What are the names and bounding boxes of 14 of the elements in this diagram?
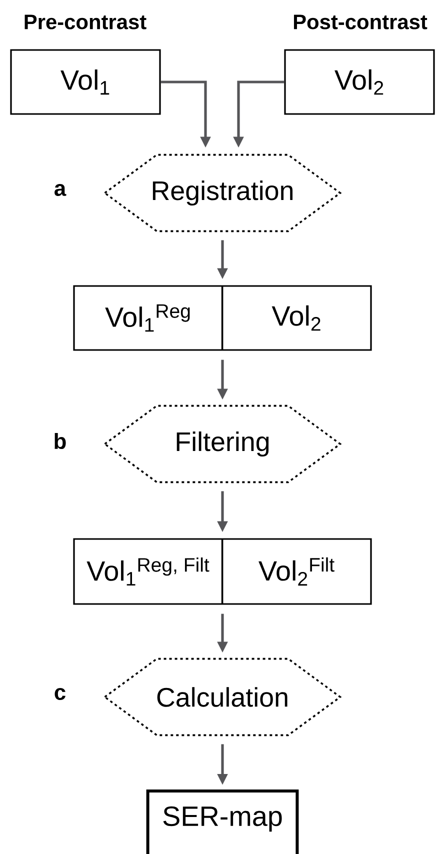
volume-label: Vol$_{2}$Filt <box>258 557 334 586</box>
step-letter: a <box>54 184 66 196</box>
column-heading: Pre-contrast <box>24 14 146 30</box>
volume-box: Vol$_{2}$ <box>284 49 435 115</box>
volume-label: Vol$_{2}$ <box>272 305 320 331</box>
volume-box: Vol$_{1}$ <box>10 49 161 115</box>
volume-label: Vol$_{1}$Reg, Filt <box>86 557 210 586</box>
split-box <box>73 285 372 351</box>
volume-label: Vol$_{1}$Reg <box>105 304 190 332</box>
split-box <box>73 538 372 605</box>
column-heading: Post-contrast <box>294 14 428 30</box>
step-letter: b <box>54 432 66 450</box>
output-box: SER-map <box>146 790 299 854</box>
step-letter: c <box>54 688 66 700</box>
